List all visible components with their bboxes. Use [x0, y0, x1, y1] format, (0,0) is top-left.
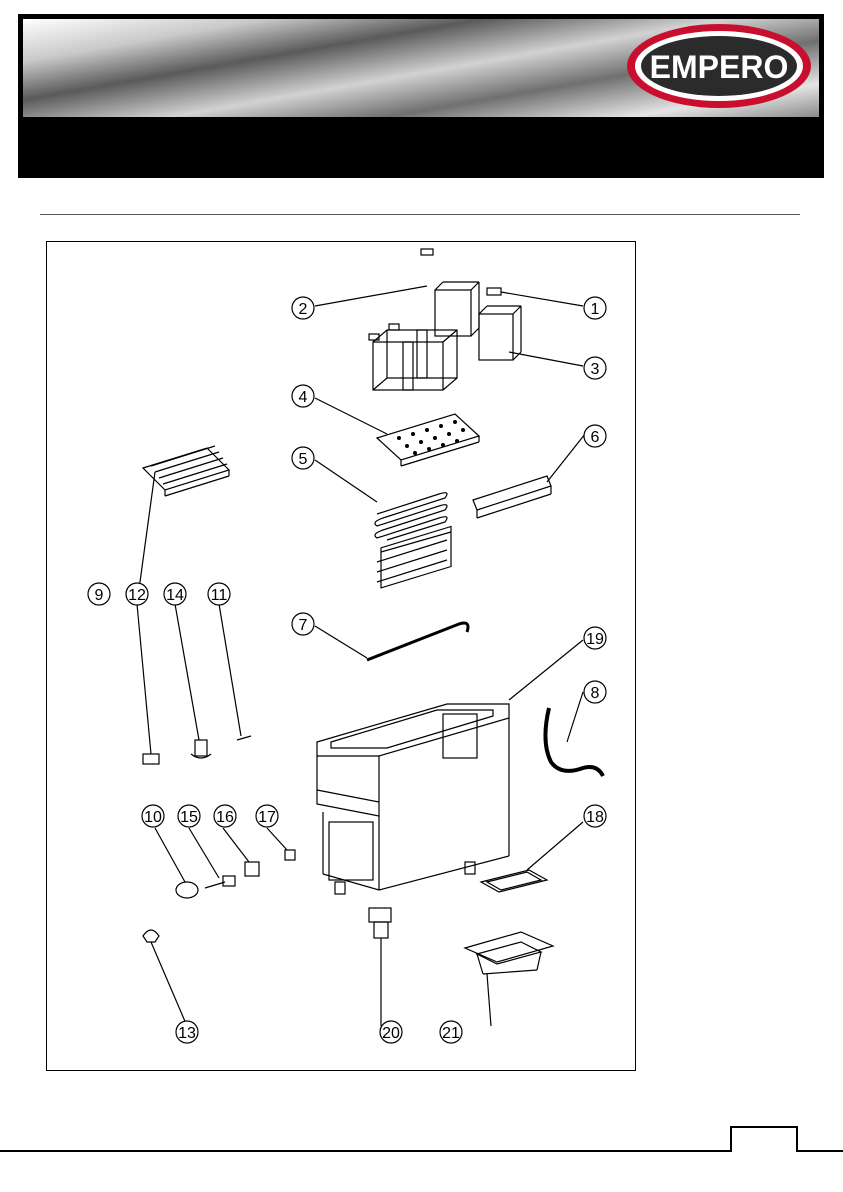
grid-part-12 [143, 446, 229, 496]
logo-text: EMPERO [650, 49, 789, 85]
leader-7 [315, 626, 367, 658]
callout-label-6: 6 [591, 429, 600, 446]
knob-ring-part-10 [176, 882, 198, 898]
callout-label-9: 9 [95, 587, 104, 604]
leader-8 [567, 692, 583, 742]
pin-part-11 [237, 736, 251, 740]
parts-diagram-frame: 1 2 3 4 5 6 7 8 9 10 11 12 13 14 15 16 1… [46, 241, 636, 1071]
leader-19 [509, 640, 583, 700]
leader-9 [137, 604, 151, 754]
callout-label-12: 12 [128, 587, 146, 604]
lid-part-18 [481, 870, 547, 892]
callout-label-14: 14 [166, 587, 184, 604]
leader-15 [189, 828, 219, 878]
section-rule [40, 214, 800, 215]
callout-label-16: 16 [216, 809, 234, 826]
foot-part-20 [369, 908, 391, 938]
callout-label-17: 17 [258, 809, 276, 826]
callout-circles [88, 297, 606, 1043]
leader-14 [175, 604, 199, 740]
leader-3 [509, 352, 583, 366]
callout-label-5: 5 [299, 451, 308, 468]
connector-part-9 [143, 754, 159, 764]
callout-label-1: 1 [591, 301, 600, 318]
callout-label-10: 10 [144, 809, 162, 826]
callout-label-8: 8 [591, 685, 600, 702]
callout-label-2: 2 [299, 301, 308, 318]
probe-part-15 [205, 882, 225, 888]
drain-tube-part-7 [367, 623, 468, 660]
leader-18 [527, 822, 583, 870]
leader-1 [501, 292, 583, 306]
perforated-plate-part-4 [377, 414, 479, 466]
lamp-part-17 [285, 850, 295, 860]
screw-top-part [421, 249, 433, 255]
leader-16 [223, 828, 249, 862]
leader-6 [547, 434, 585, 482]
callout-label-20: 20 [382, 1025, 400, 1042]
basket-assembly [369, 324, 457, 390]
leader-21 [487, 974, 491, 1026]
page-number-tab [730, 1126, 798, 1152]
callout-label-21: 21 [442, 1025, 460, 1042]
leader-5 [315, 460, 377, 502]
element-guard-part-6 [473, 476, 551, 518]
fryer-body-part-19 [317, 704, 509, 894]
footer-rule [0, 1150, 843, 1152]
basket-support-part-3 [479, 306, 521, 360]
knob-part-13 [143, 930, 159, 942]
heating-element-part-5 [375, 493, 451, 588]
screw-part-1 [487, 288, 501, 295]
switch-part-16 [245, 862, 259, 876]
container-part-21 [465, 932, 553, 974]
leader-4 [315, 398, 387, 434]
leader-2 [315, 286, 427, 306]
callout-label-11: 11 [211, 587, 228, 604]
leader-11 [219, 604, 241, 736]
callout-label-18: 18 [586, 809, 604, 826]
leader-17 [267, 828, 287, 850]
callout-label-19: 19 [586, 631, 604, 648]
parts-diagram: 1 2 3 4 5 6 7 8 9 10 11 12 13 14 15 16 1… [47, 242, 637, 1072]
callout-label-15: 15 [180, 809, 198, 826]
basket-support-part-2 [435, 282, 479, 336]
callout-label-3: 3 [591, 361, 600, 378]
callout-label-7: 7 [299, 617, 308, 634]
callout-label-4: 4 [299, 389, 308, 406]
leader-10 [155, 828, 185, 882]
thermostat-part-14 [191, 740, 211, 758]
empero-logo: EMPERO [624, 20, 814, 112]
callout-label-13: 13 [178, 1025, 196, 1042]
leader-13 [151, 942, 187, 1026]
